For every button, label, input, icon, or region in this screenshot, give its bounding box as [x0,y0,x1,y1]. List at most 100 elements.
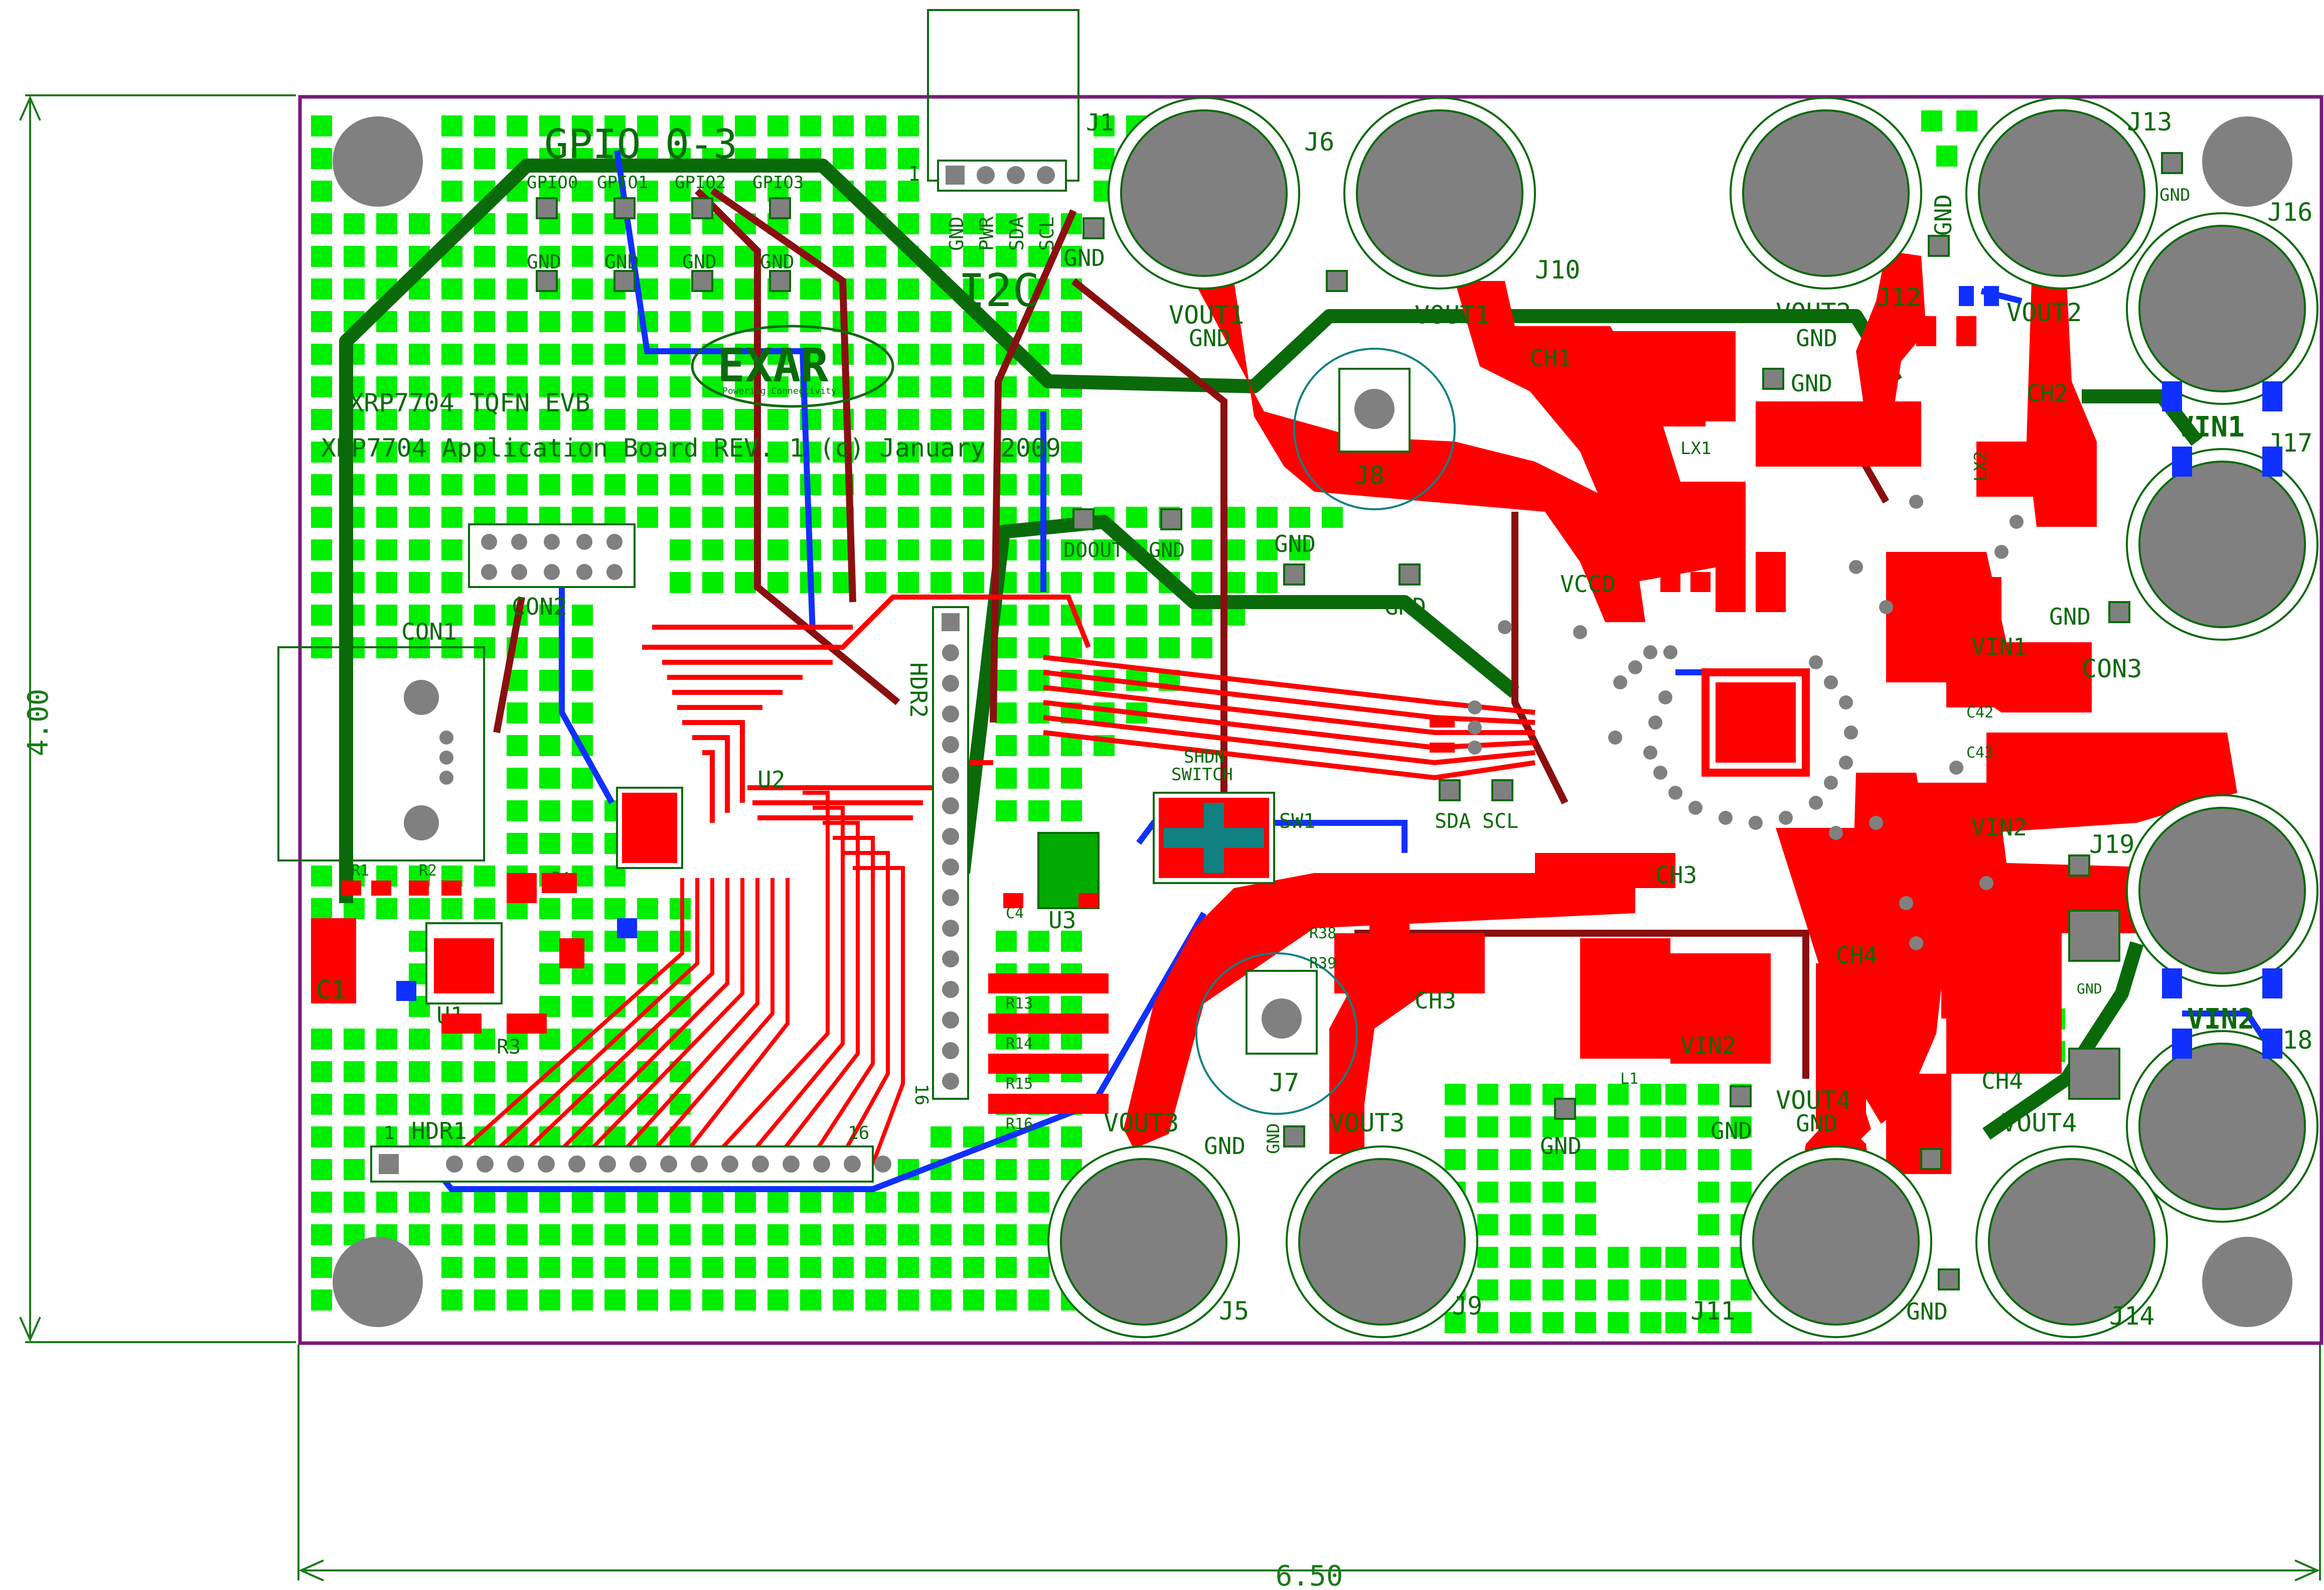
proto-pad [800,278,821,300]
proto-pad [507,1257,528,1278]
proto-pad [1731,1312,1752,1333]
proto-pad [441,1257,462,1278]
proto-pad [963,1159,984,1180]
proto-pad [702,442,723,463]
proto-pad [1094,702,1115,724]
header-pin [942,889,959,906]
proto-pad [670,246,691,267]
via [1648,715,1662,730]
proto-pad [474,376,495,397]
label-gnd-t4: GND [604,251,639,273]
via [1909,936,1923,950]
header-pin [942,828,959,845]
proto-pad [865,442,886,463]
proto-pad [441,1224,462,1245]
label-r38: R38 [1309,925,1336,942]
proto-pad [604,246,626,267]
proto-pad [1094,539,1115,560]
proto-pad [604,344,626,365]
proto-pad [1191,507,1212,528]
proto-pad [572,996,593,1017]
proto-pad [376,376,397,397]
proto-pad [572,637,593,658]
via [1809,655,1823,669]
proto-pad [376,1094,397,1115]
proto-pad [996,213,1017,234]
proto-pad [833,246,854,267]
proto-pad [670,213,691,234]
proto-pad [898,474,919,495]
proto-pad [344,1159,365,1180]
label-lx2: LX2 [1971,451,1991,482]
label-switch: SWITCH [1171,765,1233,785]
label-vout4-gnd: GND [1796,1110,1837,1137]
proto-pad [833,1289,854,1311]
proto-pad [311,605,332,626]
via [1498,620,1512,634]
proto-pad [572,670,593,691]
proto-pad [865,1257,886,1278]
proto-pad [963,1289,984,1311]
proto-pad [637,442,658,463]
label-vout3-b: VOUT3 [1329,1108,1405,1137]
via [1869,816,1883,830]
label-gnd-t28: GND [1540,1132,1582,1160]
board-title-gpio: GPIO 0-3 [544,121,737,168]
proto-pad [996,1159,1017,1180]
main-controller-ic [1701,668,1810,777]
proto-pad [539,376,560,397]
label-j6: J6 [1304,127,1334,157]
proto-pad [572,246,593,267]
proto-pad [898,539,919,560]
board-evb-label: XRP7704 TQFN EVB [349,388,590,417]
proto-pad [507,1192,528,1213]
proto-pad [931,213,952,234]
proto-pad [441,507,462,528]
via [1829,826,1843,840]
proto-pad [637,115,658,136]
proto-pad [344,1126,365,1147]
proto-pad [441,311,462,332]
proto-pad [311,898,332,919]
sw1-switch [1153,792,1275,884]
proto-pad [996,735,1017,756]
label-hdr1-pin1: 1 [384,1123,395,1143]
proto-pad [767,246,789,267]
proto-pad [702,1289,723,1311]
label-sda: SDA [1435,810,1471,833]
proto-pad [833,1257,854,1278]
proto-pad [637,1289,658,1311]
proto-pad [898,311,919,332]
label-j1-gnd: GND [946,216,968,251]
proto-pad [1028,1289,1049,1311]
proto-pad [474,409,495,430]
proto-pad [311,278,332,300]
proto-pad [637,474,658,495]
proto-pad [898,344,919,365]
proto-pad [1028,1192,1049,1213]
proto-pad [800,311,821,332]
proto-pad [1061,311,1082,332]
proto-pad [670,409,691,430]
proto-pad [670,311,691,332]
label-gnd-j13: GND [1930,194,1957,236]
proto-pad [311,344,332,365]
label-j8: J8 [1354,461,1384,490]
proto-pad [1956,110,1977,131]
proto-pad [376,1192,397,1213]
proto-pad [539,768,560,789]
proto-pad [507,1061,528,1082]
via [1899,896,1913,910]
header-pin [942,675,959,692]
proto-pad [539,1094,560,1115]
proto-pad [1257,507,1278,528]
proto-pad [539,311,560,332]
label-vin2: VIN2 [2187,1003,2255,1036]
proto-pad [735,409,756,430]
label-hdr2: HDR2 [905,662,932,718]
proto-pad [441,376,462,397]
proto-pad [996,246,1017,267]
label-vin1: VIN1 [2177,411,2245,444]
